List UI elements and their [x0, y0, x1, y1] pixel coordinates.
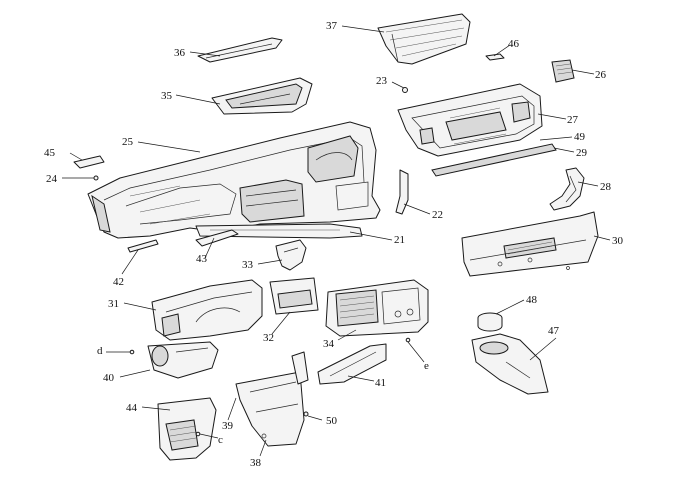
part-23-screw — [402, 87, 408, 93]
part-31-cluster-hood — [151, 279, 263, 341]
part-37-top-cover — [377, 13, 471, 65]
part-27-upper-panel — [397, 83, 543, 157]
callout-46: 46 — [508, 38, 520, 50]
callout-c: c — [218, 434, 223, 446]
callout-29: 29 — [576, 147, 588, 159]
part-32-console-bezel — [269, 277, 319, 315]
callout-21: 21 — [394, 234, 405, 246]
callout-25: 25 — [122, 136, 134, 148]
callout-35: 35 — [161, 90, 173, 102]
callout-37: 37 — [326, 20, 338, 32]
leader-lines — [62, 25, 611, 457]
callout-43: 43 — [196, 253, 208, 265]
part-25-dashboard — [87, 121, 381, 239]
callout-50: 50 — [326, 415, 338, 427]
part-48-knob — [477, 312, 503, 332]
callout-45: 45 — [44, 147, 56, 159]
part-e-screw — [405, 337, 411, 343]
callout-48: 48 — [526, 294, 538, 306]
part-44-lower-module — [157, 397, 217, 461]
callout-38: 38 — [250, 457, 262, 469]
callout-28: 28 — [600, 181, 612, 193]
callout-42: 42 — [113, 276, 124, 288]
part-24-screw — [93, 175, 99, 181]
callout-d: d — [97, 345, 103, 357]
part-42-strip — [127, 239, 159, 253]
callout-e: e — [424, 360, 429, 372]
callout-31: 31 — [108, 298, 119, 310]
part-40-bracket — [147, 341, 219, 379]
callout-24: 24 — [46, 173, 58, 185]
callout-22: 22 — [432, 209, 443, 221]
callout-27: 27 — [567, 114, 579, 126]
part-43-curved-strip — [195, 229, 239, 247]
part-50-screw — [303, 411, 309, 417]
callout-30: 30 — [612, 235, 624, 247]
part-28-bracket — [549, 167, 585, 211]
callout-36: 36 — [174, 47, 186, 59]
callout-47: 47 — [548, 325, 560, 337]
callout-23: 23 — [376, 75, 388, 87]
part-c-screw — [195, 431, 201, 437]
callout-26: 26 — [595, 69, 607, 81]
part-41-bracket — [317, 343, 387, 385]
part-26-vent — [551, 59, 575, 83]
callout-39: 39 — [222, 420, 234, 432]
part-38-support-frame — [235, 351, 309, 447]
part-34-switch-panel — [325, 279, 429, 337]
part-29-strip — [431, 143, 557, 177]
callout-40: 40 — [103, 372, 115, 384]
part-36-blade-cover — [197, 37, 283, 63]
part-47-cup-holder — [471, 333, 549, 395]
part-33-bracket — [275, 239, 307, 271]
part-35-frame-bezel — [211, 77, 313, 115]
part-30-lower-panel — [461, 211, 599, 277]
callout-41: 41 — [375, 377, 386, 389]
callout-44: 44 — [126, 402, 138, 414]
callout-34: 34 — [323, 338, 335, 350]
callout-33: 33 — [242, 259, 254, 271]
part-d-screw — [129, 349, 135, 355]
callout-32: 32 — [263, 332, 274, 344]
callout-labels: 37 36 46 26 23 35 27 25 49 29 45 24 28 2… — [44, 20, 624, 469]
part-22-trim — [395, 169, 409, 215]
callout-49: 49 — [574, 131, 586, 143]
part-45-cap — [73, 155, 105, 169]
